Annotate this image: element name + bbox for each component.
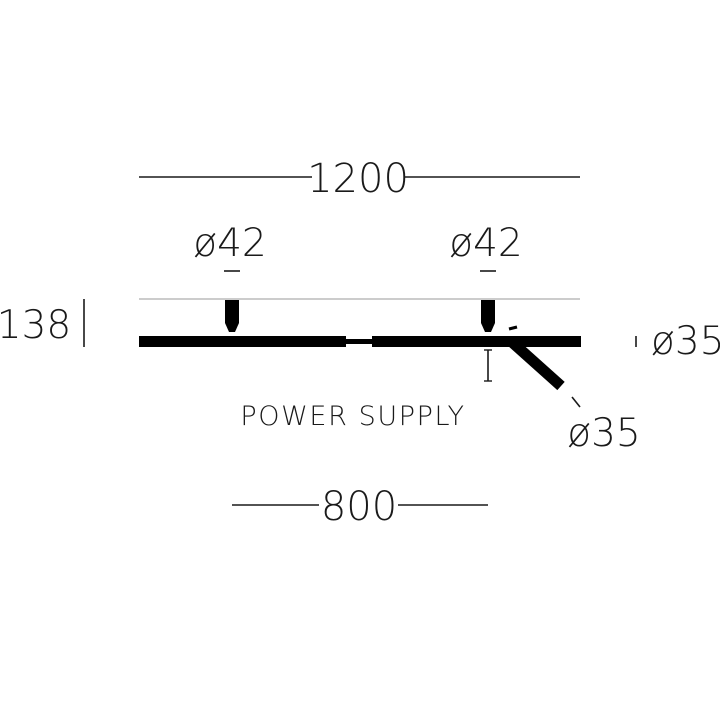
overall-length-label: 1200 [307, 156, 409, 202]
track-diameter-dimension: ø35 [635, 319, 720, 364]
inner-length-dimension: 800 [232, 484, 488, 530]
track-bar [139, 336, 581, 347]
angled-arm-tip [508, 325, 518, 331]
power-supply-label: POWER SUPPLY [240, 401, 465, 432]
power-supply-marker: POWER SUPPLY [240, 349, 492, 432]
spotlight-right [481, 300, 495, 332]
track-diameter-label: ø35 [651, 319, 720, 364]
inner-length-label: 800 [321, 484, 397, 530]
spot-right-dimension: ø42 [449, 221, 523, 272]
track-segment-left [139, 336, 346, 347]
arm-diameter-dimension: ø35 [567, 396, 641, 456]
height-label: 138 [0, 303, 71, 348]
overall-length-dimension: 1200 [139, 156, 580, 202]
height-dimension: 138 [0, 299, 85, 348]
spotlight-right-body [481, 300, 495, 323]
spotlight-right-cone [481, 323, 495, 332]
spotlight-left-cone [225, 323, 239, 332]
arm-diameter-tick [571, 396, 581, 408]
track-segment-right [372, 336, 581, 347]
track-joint [346, 339, 372, 344]
angled-arm [509, 338, 565, 391]
spotlight-left-body [225, 300, 239, 323]
spotlight-left [225, 300, 239, 332]
spot-left-diameter-label: ø42 [193, 221, 267, 266]
spot-left-dimension: ø42 [193, 221, 267, 272]
arm-diameter-label: ø35 [567, 411, 641, 456]
spot-right-diameter-label: ø42 [449, 221, 523, 266]
